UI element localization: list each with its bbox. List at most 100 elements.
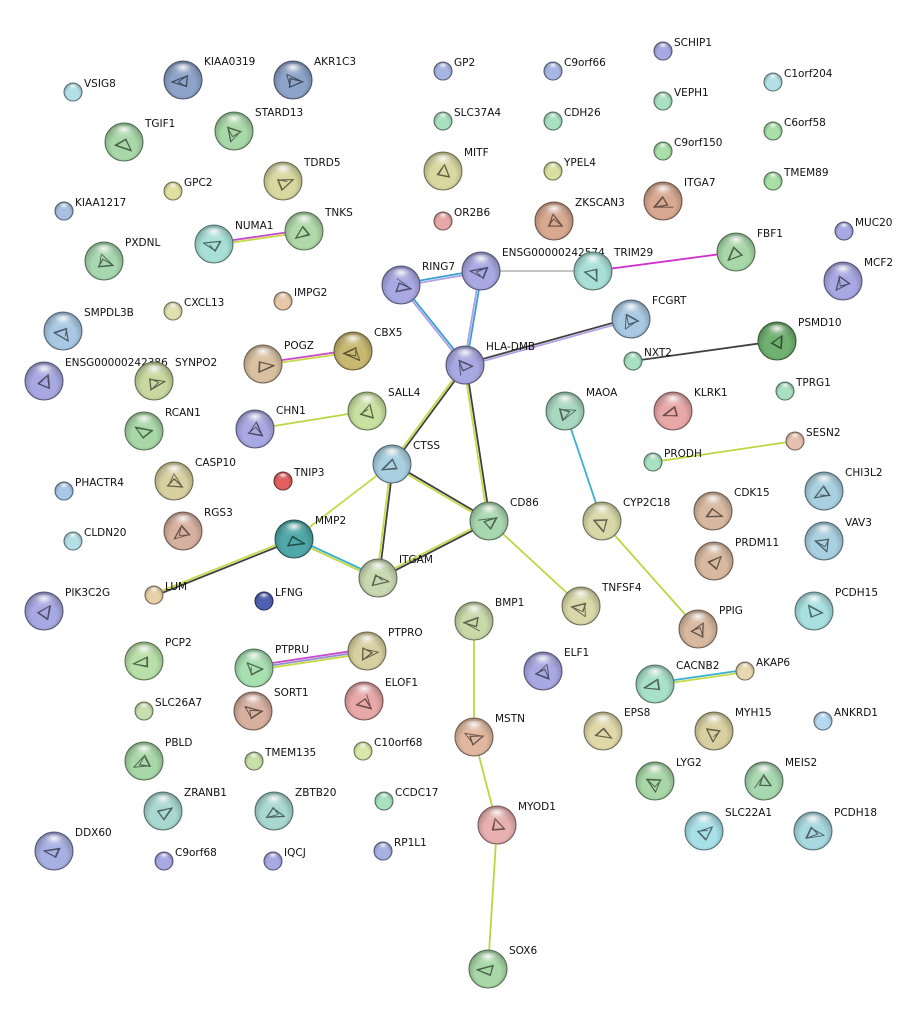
node-lum[interactable]: LUM (144, 581, 187, 605)
node-lfng[interactable]: LFNG (254, 587, 303, 611)
node-mcf2[interactable]: MCF2 (823, 257, 893, 301)
node-gp2[interactable]: GP2 (433, 57, 475, 81)
node-kiaa0319[interactable]: KIAA0319 (163, 56, 255, 100)
node-bmp1[interactable]: BMP1 (454, 597, 524, 641)
node-ptpru[interactable]: PTPRU (234, 644, 309, 688)
node-pogz[interactable]: POGZ (243, 340, 314, 384)
node-tnip3[interactable]: TNIP3 (273, 467, 324, 491)
node-elf1[interactable]: ELF1 (523, 647, 589, 691)
edge-myod1-sox6[interactable] (487, 824, 498, 970)
node-ctss[interactable]: CTSS (372, 440, 440, 484)
node-chi3l2[interactable]: CHI3L2 (804, 467, 883, 511)
node-c9orf150[interactable]: C9orf150 (653, 137, 723, 161)
node-or2b6[interactable]: OR2B6 (433, 207, 490, 231)
node-schip1[interactable]: SCHIP1 (653, 37, 712, 61)
node-eps8[interactable]: EPS8 (583, 707, 650, 751)
node-zkscan3[interactable]: ZKSCAN3 (534, 197, 625, 241)
node-cdh26[interactable]: CDH26 (543, 107, 601, 131)
node-tdrd5[interactable]: TDRD5 (263, 157, 341, 201)
node-pcp2[interactable]: PCP2 (124, 637, 192, 681)
node-zbtb20[interactable]: ZBTB20 (254, 787, 336, 831)
node-akr1c3[interactable]: AKR1C3 (273, 56, 356, 100)
edge-hla-dmb-cd86[interactable] (463, 363, 491, 523)
node-pcdh15[interactable]: PCDH15 (794, 587, 878, 631)
node-zranb1[interactable]: ZRANB1 (143, 787, 227, 831)
node-cyp2c18[interactable]: CYP2C18 (582, 497, 670, 541)
edge-hla-dmb-ctss[interactable] (390, 363, 467, 466)
node-slc37a4[interactable]: SLC37A4 (433, 107, 501, 131)
node-veph1[interactable]: VEPH1 (653, 87, 709, 111)
node-maoa[interactable]: MAOA (545, 387, 618, 431)
node-ring7[interactable]: RING7 (381, 261, 455, 305)
node-casp10[interactable]: CASP10 (154, 457, 236, 501)
node-iqcj[interactable]: IQCJ (263, 847, 306, 871)
node-slc22a1[interactable]: SLC22A1 (684, 807, 772, 851)
node-elof1[interactable]: ELOF1 (344, 677, 418, 721)
node-itga7[interactable]: ITGA7 (643, 177, 716, 221)
node-stard13[interactable]: STARD13 (214, 107, 303, 151)
node-mmp2[interactable]: MMP2 (274, 515, 346, 559)
node-cbx5[interactable]: CBX5 (333, 327, 402, 371)
node-sesn2[interactable]: SESN2 (785, 427, 841, 451)
node-sox6[interactable]: SOX6 (468, 945, 537, 989)
node-muc20[interactable]: MUC20 (834, 217, 892, 241)
node-gpc2[interactable]: GPC2 (163, 177, 212, 201)
node-sort1[interactable]: SORT1 (233, 687, 309, 731)
node-tnks[interactable]: TNKS (284, 207, 353, 251)
node-chn1[interactable]: CHN1 (235, 405, 306, 449)
node-cd86[interactable]: CD86 (469, 497, 539, 541)
node-trim29[interactable]: TRIM29 (573, 247, 653, 291)
node-ypel4[interactable]: YPEL4 (543, 157, 596, 181)
node-mitf[interactable]: MITF (423, 147, 489, 191)
node-smpdl3b[interactable]: SMPDL3B (43, 307, 134, 351)
node-phactr4[interactable]: PHACTR4 (54, 477, 124, 501)
node-ensg00000242574[interactable]: ENSG00000242574 (461, 247, 605, 291)
node-cdk15[interactable]: CDK15 (693, 487, 770, 531)
node-c9orf66[interactable]: C9orf66 (543, 57, 606, 81)
node-tmem135[interactable]: TMEM135 (244, 747, 316, 771)
node-rp1l1[interactable]: RP1L1 (373, 837, 427, 861)
node-prodh[interactable]: PRODH (643, 448, 702, 472)
node-tgif1[interactable]: TGIF1 (104, 118, 175, 162)
edge-hla-dmb-fcgrt[interactable] (463, 317, 633, 367)
node-myod1[interactable]: MYOD1 (477, 801, 556, 845)
node-tprg1[interactable]: TPRG1 (775, 377, 831, 401)
node-tmem89[interactable]: TMEM89 (763, 167, 829, 191)
edge-trim29-fbf1[interactable] (592, 251, 737, 272)
node-nxt2[interactable]: NXT2 (623, 347, 672, 371)
node-ankrd1[interactable]: ANKRD1 (813, 707, 878, 731)
node-cacnb2[interactable]: CACNB2 (635, 660, 719, 704)
edge-cd86-itgam[interactable] (376, 519, 491, 580)
node-ppig[interactable]: PPIG (678, 605, 743, 649)
node-lyg2[interactable]: LYG2 (635, 757, 702, 801)
node-numa1[interactable]: NUMA1 (194, 220, 273, 264)
node-slc26a7[interactable]: SLC26A7 (134, 697, 202, 721)
node-kiaa1217[interactable]: KIAA1217 (54, 197, 126, 221)
node-fcgrt[interactable]: FCGRT (611, 295, 687, 339)
node-sall4[interactable]: SALL4 (347, 387, 421, 431)
edge-prodh-sesn2[interactable] (652, 440, 796, 463)
node-pxdnl[interactable]: PXDNL (84, 237, 160, 281)
node-pcdh18[interactable]: PCDH18 (793, 807, 877, 851)
edge-cyp2c18-ppig[interactable] (601, 520, 699, 630)
node-hla-dmb[interactable]: HLA-DMB (445, 341, 535, 385)
node-c6orf58[interactable]: C6orf58 (763, 117, 826, 141)
edge-ctss-mmp2[interactable] (293, 463, 393, 540)
node-itgam[interactable]: ITGAM (358, 554, 433, 598)
edge-cd86-tnfsf4[interactable] (488, 520, 582, 607)
node-ptpro[interactable]: PTPRO (347, 627, 423, 671)
node-klrk1[interactable]: KLRK1 (653, 387, 728, 431)
node-cxcl13[interactable]: CXCL13 (163, 297, 224, 321)
node-impg2[interactable]: IMPG2 (273, 287, 327, 311)
node-myh15[interactable]: MYH15 (694, 707, 772, 751)
node-pik3c2g[interactable]: PIK3C2G (24, 587, 110, 631)
node-synpo2[interactable]: SYNPO2 (134, 357, 217, 401)
edge-nxt2-psmd10[interactable] (632, 340, 778, 362)
node-tnfsf4[interactable]: TNFSF4 (561, 582, 642, 626)
node-akap6[interactable]: AKAP6 (735, 657, 790, 681)
node-mstn[interactable]: MSTN (454, 713, 525, 757)
node-meis2[interactable]: MEIS2 (744, 757, 817, 801)
node-vsig8[interactable]: VSIG8 (63, 78, 116, 102)
node-rgs3[interactable]: RGS3 (163, 507, 233, 551)
node-c9orf68[interactable]: C9orf68 (154, 847, 217, 871)
